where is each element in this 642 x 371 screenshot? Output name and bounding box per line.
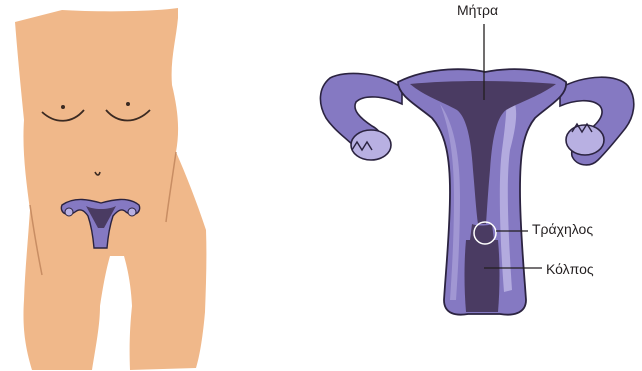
small-ovary-left [65, 208, 73, 216]
vaginal-canal [465, 240, 500, 312]
left-ovary [351, 130, 391, 160]
cervix-label: Τράχηλος [532, 221, 593, 237]
torso-figure [15, 8, 206, 370]
right-nipple [126, 102, 130, 106]
uterus-label: Μήτρα [457, 2, 498, 18]
torso-body [15, 8, 206, 370]
vagina-label: Κόλπος [546, 261, 594, 277]
right-ovary [566, 125, 604, 155]
left-nipple [61, 105, 65, 109]
small-ovary-right [128, 208, 136, 216]
